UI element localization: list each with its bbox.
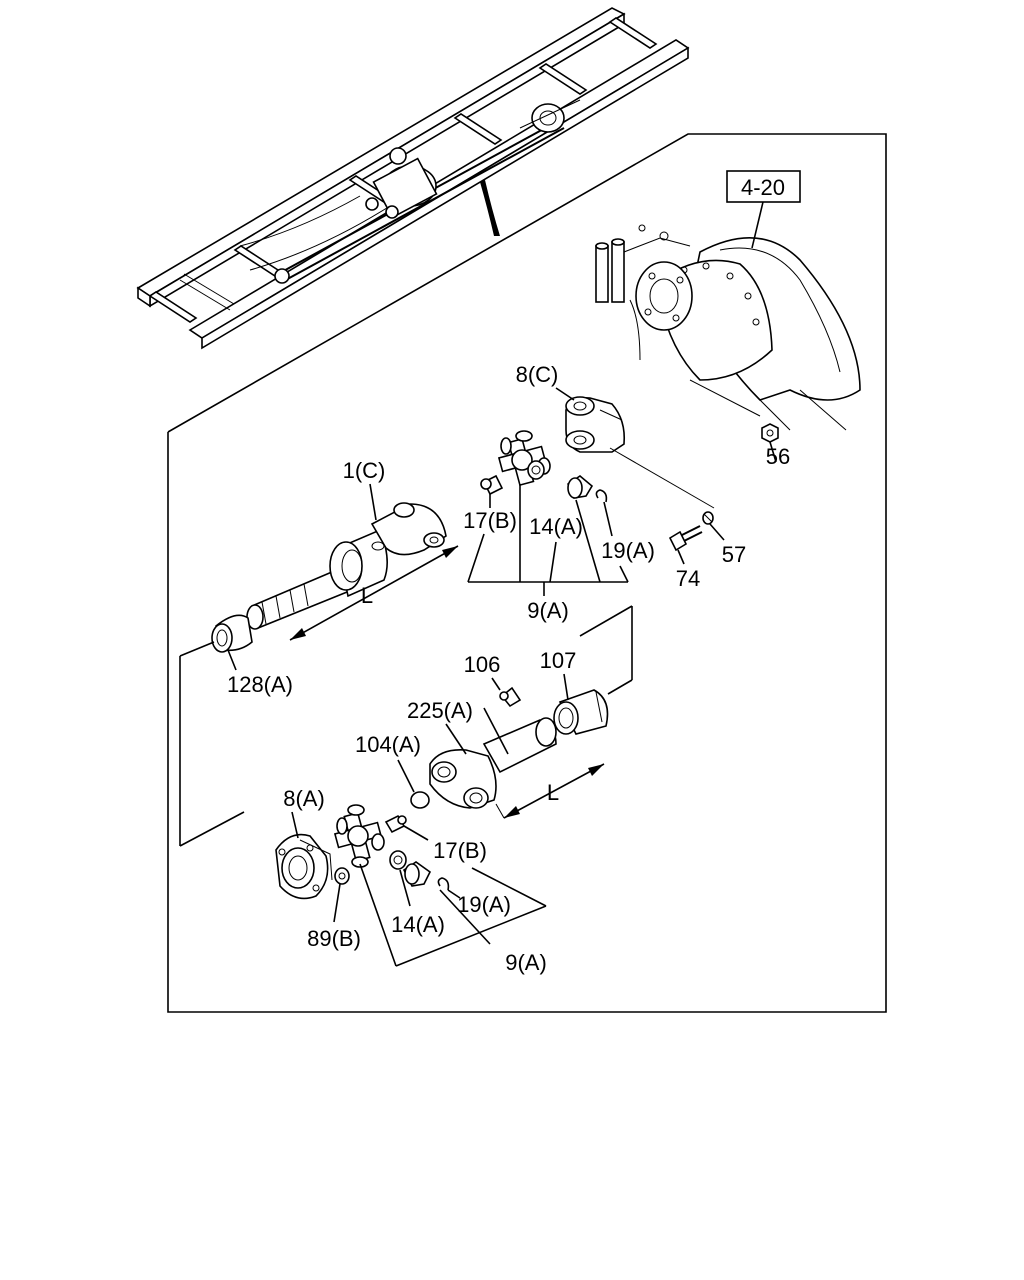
part-104a-plug	[410, 791, 430, 809]
part-1c-shaft-yoke	[246, 502, 447, 630]
part-57-spring-washer	[702, 511, 714, 525]
part-89b-washer	[334, 867, 350, 885]
label-106: 106	[464, 652, 501, 677]
part-14a-seal-bottom	[389, 850, 407, 870]
part-106-grease-nipple	[499, 686, 522, 708]
label-19a-top: 19(A)	[601, 538, 655, 563]
label-17b-bottom: 17(B)	[433, 838, 487, 863]
label-14a-bottom: 14(A)	[391, 912, 445, 937]
label-8a: 8(A)	[283, 786, 325, 811]
part-9a-universal-joint-bottom	[333, 804, 385, 868]
part-107-sleeve	[553, 689, 609, 735]
label-L-bottom: L	[547, 780, 559, 805]
part-19a-snap-ring-top	[595, 489, 608, 503]
label-ref-4-20: 4-20	[741, 175, 785, 200]
label-1c: 1(C)	[343, 458, 386, 483]
phantom-line-right	[579, 605, 633, 695]
part-56-nut	[761, 423, 779, 443]
label-104a: 104(A)	[355, 732, 421, 757]
bearing-cup-top	[567, 475, 594, 499]
detail-frame	[167, 133, 887, 1013]
part-14a-seal-top	[527, 460, 545, 480]
part-8c-flange-yoke	[565, 396, 626, 453]
part-17b-grease-nipple-top	[480, 474, 504, 496]
label-56: 56	[766, 444, 790, 469]
part-74-bolt	[668, 525, 703, 552]
label-57: 57	[722, 542, 746, 567]
part-17b-grease-nipple-bottom	[384, 814, 407, 834]
reference-box-4-20	[726, 170, 801, 203]
bracket-9a-bottom	[359, 863, 547, 967]
part-225a-slip-yoke	[429, 717, 557, 809]
label-107: 107	[540, 648, 577, 673]
label-8c: 8(C)	[516, 362, 559, 387]
part-128a-dust-cover	[211, 614, 253, 653]
label-9a-top: 9(A)	[527, 598, 569, 623]
detail-pointer-icon	[480, 180, 500, 236]
part-8a-flange-yoke	[275, 833, 333, 900]
label-74: 74	[676, 566, 700, 591]
rear-axle-housing	[595, 224, 861, 431]
label-17b-top: 17(B)	[463, 508, 517, 533]
label-19a-bottom: 19(A)	[457, 892, 511, 917]
chassis-frame-overview	[136, 7, 690, 350]
label-128a: 128(A)	[227, 672, 293, 697]
label-9a-bottom: 9(A)	[505, 950, 547, 975]
dimension-L-top	[289, 545, 459, 641]
bearing-cup-bottom	[402, 861, 432, 887]
dimension-L-bottom	[495, 763, 605, 819]
label-L-top: L	[361, 583, 373, 608]
bracket-9a-top	[467, 484, 629, 596]
part-9a-universal-joint-top	[497, 430, 551, 487]
phantom-line-left	[179, 641, 245, 847]
label-89b: 89(B)	[307, 926, 361, 951]
part-19a-snap-ring-bottom	[437, 877, 450, 891]
label-14a-top: 14(A)	[529, 514, 583, 539]
label-225a: 225(A)	[407, 698, 473, 723]
